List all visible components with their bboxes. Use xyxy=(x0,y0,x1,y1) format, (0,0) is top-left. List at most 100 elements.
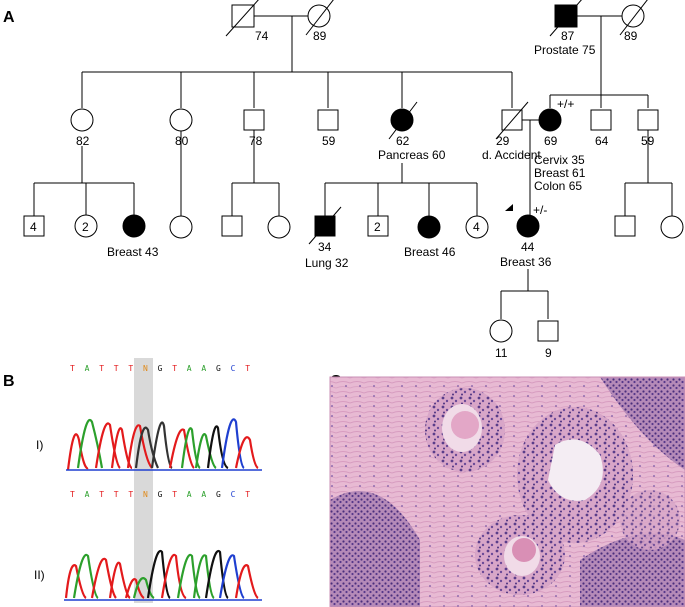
age-label: 29 xyxy=(496,134,510,148)
gen3-female xyxy=(660,215,684,239)
variant-highlight xyxy=(134,358,153,603)
count-label: 4 xyxy=(473,220,480,234)
gen2-male-59 xyxy=(317,109,339,131)
gen3-female-affected-breast43 xyxy=(122,214,146,238)
gen2-female-80 xyxy=(169,108,193,132)
trace-2 xyxy=(64,549,262,601)
cancer-label: Breast 36 xyxy=(500,255,552,269)
age-label: 87 xyxy=(561,29,575,43)
gen3-female xyxy=(169,215,193,239)
cancer-label: Prostate 75 xyxy=(534,43,596,57)
deceased-mark xyxy=(388,101,418,140)
deceased-mark xyxy=(495,101,529,140)
trace-1 xyxy=(66,418,262,471)
trace-label-2: II) xyxy=(34,568,45,582)
base-letter: G xyxy=(216,490,221,499)
base-letter: A xyxy=(85,364,90,373)
base-letter: A xyxy=(201,490,206,499)
base-letter: T xyxy=(245,490,250,499)
age-label: 82 xyxy=(76,134,90,148)
gen4-son xyxy=(537,320,559,342)
genotype-label: +/+ xyxy=(557,97,574,111)
gen3-daughters-group xyxy=(74,214,98,238)
cancer-label: Lung 32 xyxy=(305,256,349,270)
base-letter: C xyxy=(231,490,236,499)
age-label: 89 xyxy=(624,29,638,43)
trace-label-1: I) xyxy=(36,438,43,452)
count-label: 2 xyxy=(374,220,381,234)
histology-image xyxy=(329,376,685,607)
base-letter: T xyxy=(99,364,104,373)
base-letter: T xyxy=(114,364,119,373)
base-letter: T xyxy=(128,490,133,499)
proband-arrow-icon xyxy=(505,204,513,211)
base-letter: T xyxy=(70,490,75,499)
gen3-sons-group xyxy=(23,215,45,237)
age-label: 80 xyxy=(175,134,189,148)
deceased-mark xyxy=(308,206,342,245)
base-letter: T xyxy=(99,490,104,499)
cancer-label: Cervix 35 xyxy=(534,153,585,167)
count-label: 2 xyxy=(82,220,89,234)
note-label: d. Accident xyxy=(482,148,541,162)
base-letter: T xyxy=(128,364,133,373)
gen2-male-78 xyxy=(243,109,265,131)
base-letter: G xyxy=(216,364,221,373)
deceased-mark xyxy=(305,0,334,36)
base-letter: G xyxy=(158,364,163,373)
gen3-female-affected-breast46 xyxy=(417,215,441,239)
pedigree-labels: 74 89 87 Prostate 75 89 82 80 78 59 62 P… xyxy=(30,29,655,360)
gen3-sons-group-2 xyxy=(367,215,389,237)
cancer-label: Breast 61 xyxy=(534,166,586,180)
gen2-male-64 xyxy=(590,109,612,131)
age-label: 69 xyxy=(544,134,558,148)
genotype-label: +/- xyxy=(533,203,547,217)
base-letter: A xyxy=(187,364,192,373)
base-letter: N xyxy=(143,490,148,499)
cancer-label: Pancreas 60 xyxy=(378,148,446,162)
cancer-label: Colon 65 xyxy=(534,179,582,193)
gen3-daughters-group-4 xyxy=(465,215,489,239)
age-label: 89 xyxy=(313,29,327,43)
deceased-mark xyxy=(225,0,259,37)
base-letter: T xyxy=(70,364,75,373)
age-label: 74 xyxy=(255,29,269,43)
age-label: 59 xyxy=(641,134,655,148)
gen2-female-82 xyxy=(70,108,94,132)
age-label: 64 xyxy=(595,134,609,148)
gen2-male-59b xyxy=(637,109,659,131)
deceased-mark xyxy=(549,0,582,37)
base-letter: A xyxy=(85,490,90,499)
gen4-daughter xyxy=(489,319,513,343)
pedigree xyxy=(23,0,684,343)
age-label: 78 xyxy=(249,134,263,148)
panel-b-label: B xyxy=(3,373,15,390)
age-label: 44 xyxy=(521,240,535,254)
base-letter: G xyxy=(158,490,163,499)
base-letter: C xyxy=(231,364,236,373)
age-label: 34 xyxy=(318,240,332,254)
age-label: 59 xyxy=(322,134,336,148)
gen3-male xyxy=(614,215,636,237)
base-letter: A xyxy=(187,490,192,499)
gen3-female xyxy=(267,215,291,239)
base-letter: T xyxy=(114,490,119,499)
base-letter: T xyxy=(172,490,177,499)
gen2-mother-affected xyxy=(538,108,562,132)
panel-a-label: A xyxy=(3,9,15,26)
gen3-male xyxy=(221,215,243,237)
age-label: 9 xyxy=(545,346,552,360)
deceased-mark xyxy=(619,0,648,36)
cancer-label: Breast 46 xyxy=(404,245,456,259)
base-letter: T xyxy=(172,364,177,373)
proband-affected xyxy=(516,214,540,238)
count-label: 4 xyxy=(30,220,37,234)
age-label: 62 xyxy=(396,134,410,148)
base-letter: A xyxy=(201,364,206,373)
cancer-label: Breast 43 xyxy=(107,245,159,259)
base-letter: N xyxy=(143,364,148,373)
